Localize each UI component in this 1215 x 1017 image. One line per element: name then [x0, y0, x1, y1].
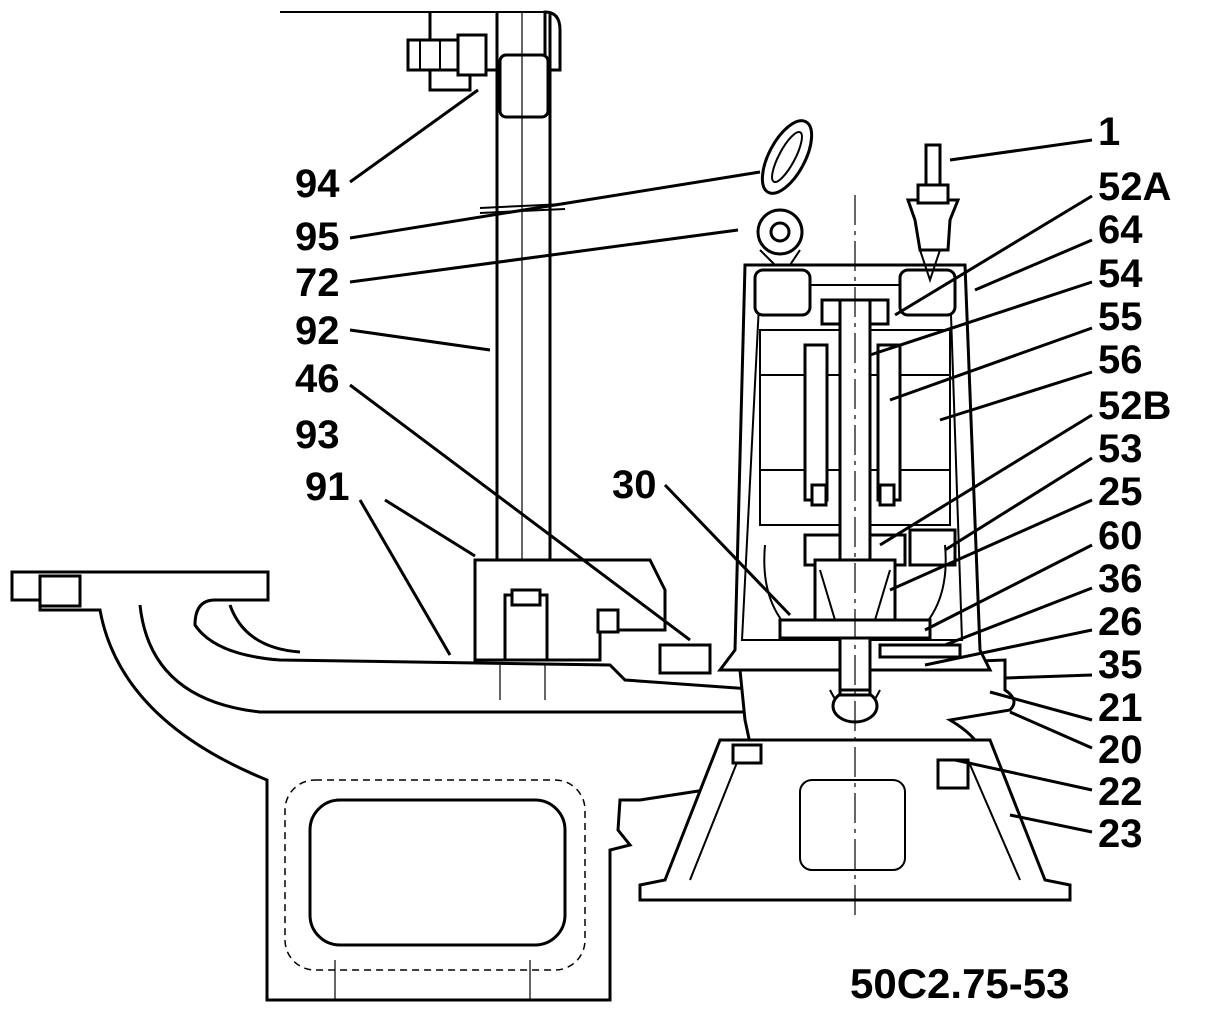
callout-25: 25: [1098, 470, 1143, 514]
callouts-right: 1 52A 64 54 55 56 52B 53 25 60 36 26 35 …: [1098, 110, 1171, 856]
callout-53: 53: [1098, 427, 1143, 471]
callout-23: 23: [1098, 812, 1143, 856]
callout-35: 35: [1098, 643, 1143, 687]
callout-46: 46: [295, 357, 340, 401]
callout-1: 1: [1098, 110, 1120, 154]
discharge-elbow: [10, 570, 772, 1002]
guide-rails: [479, 12, 566, 560]
callout-64: 64: [1098, 208, 1143, 252]
callout-72: 72: [295, 261, 340, 305]
drawing-code: 50C2.75-53: [850, 960, 1070, 1007]
callout-36: 36: [1098, 557, 1143, 601]
callout-94: 94: [295, 162, 340, 206]
lifting-chain: [756, 119, 814, 266]
rail-holder-block: [473, 558, 712, 675]
callout-60: 60: [1098, 514, 1143, 558]
callout-52B: 52B: [1098, 384, 1171, 428]
callout-26: 26: [1098, 600, 1143, 644]
leader-lines: [349, 88, 1093, 834]
callout-95: 95: [295, 215, 340, 259]
callout-92: 92: [295, 309, 340, 353]
callout-54: 54: [1098, 252, 1143, 296]
callout-55: 55: [1098, 295, 1143, 339]
callout-91: 91: [305, 465, 350, 509]
callout-20: 20: [1098, 728, 1143, 772]
callout-22: 22: [1098, 770, 1143, 814]
callout-56: 56: [1098, 338, 1143, 382]
callouts-left: 94 95 72 92 46 93 91 30: [295, 162, 657, 509]
upper-guide-bracket: [280, 10, 562, 119]
callout-52A: 52A: [1098, 165, 1171, 209]
cable-entry: [905, 143, 961, 284]
callout-30: 30: [612, 463, 657, 507]
callout-21: 21: [1098, 686, 1143, 730]
callout-93: 93: [295, 413, 340, 457]
